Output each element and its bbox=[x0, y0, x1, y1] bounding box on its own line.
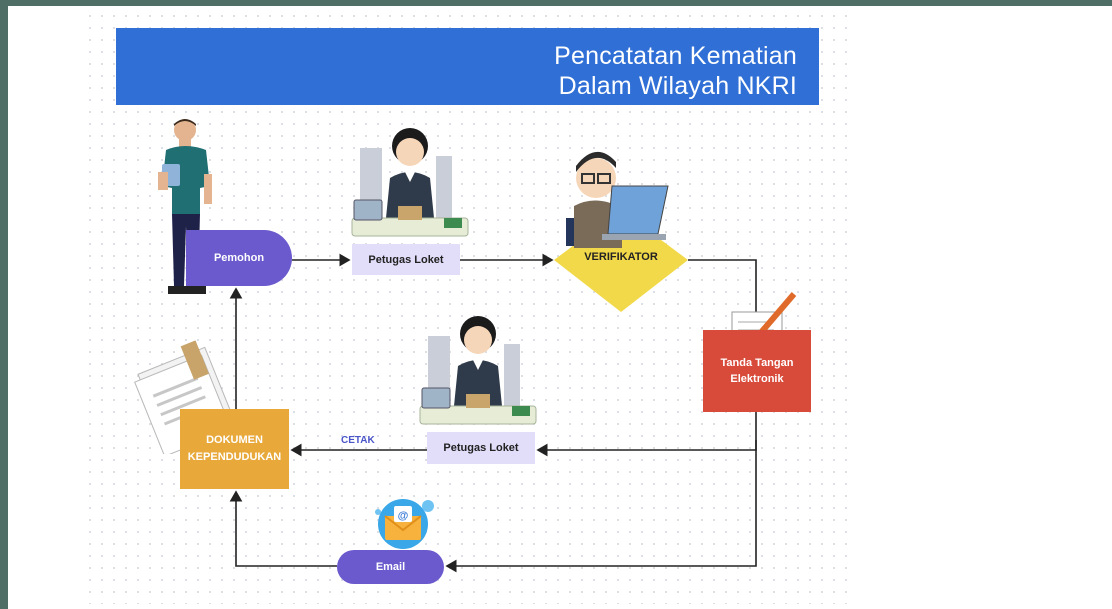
ttd-line-1: Tanda Tangan bbox=[720, 357, 794, 369]
node-verifikator-label: VERIFIKATOR bbox=[584, 251, 658, 263]
window-left-border bbox=[0, 0, 8, 609]
node-petugas-loket-top: Petugas Loket bbox=[352, 244, 460, 275]
arrow-ttd-to-email bbox=[445, 440, 757, 573]
node-email: Email bbox=[337, 550, 444, 584]
dokumen-line-1: DOKUMEN bbox=[206, 434, 263, 446]
title-line-1: Pencatatan Kematian bbox=[554, 42, 797, 70]
node-tanda-tangan-elektronik: Tanda Tangan Elektronik bbox=[703, 330, 811, 412]
arrow-verifikator-to-ttd bbox=[688, 259, 763, 329]
node-pemohon-label: Pemohon bbox=[213, 252, 265, 264]
node-pemohon: Pemohon bbox=[186, 230, 292, 286]
node-dokumen-kependudukan: DOKUMEN KEPENDUDUKAN bbox=[180, 409, 289, 489]
node-petugas-loket-bottom-label: Petugas Loket bbox=[443, 442, 519, 454]
ttd-line-2: Elektronik bbox=[730, 373, 784, 385]
window-top-border bbox=[0, 0, 1112, 6]
clerk-desk-icon bbox=[351, 128, 469, 237]
title-banner: Pencatatan Kematian Dalam Wilayah NKRI bbox=[116, 28, 819, 105]
clerk-desk-icon bbox=[419, 316, 537, 425]
title-line-2: Dalam Wilayah NKRI bbox=[558, 72, 797, 100]
svg-text:@: @ bbox=[398, 510, 409, 522]
email-envelope-icon: @ bbox=[375, 499, 434, 549]
dokumen-line-2: KEPENDUDUKAN bbox=[187, 451, 282, 463]
page-title: Pencatatan Kematian Dalam Wilayah NKRI bbox=[554, 41, 797, 101]
node-email-label: Email bbox=[375, 561, 406, 573]
edge-label-cetak: CETAK bbox=[341, 435, 375, 446]
arrow-ttd-to-loket2 bbox=[536, 412, 757, 457]
node-petugas-loket-top-label: Petugas Loket bbox=[368, 253, 444, 266]
verifier-laptop-icon bbox=[566, 151, 669, 248]
arrow-email-to-dokumen bbox=[229, 490, 337, 567]
diagram-canvas bbox=[84, 10, 852, 604]
node-petugas-loket-bottom: Petugas Loket bbox=[427, 432, 535, 464]
